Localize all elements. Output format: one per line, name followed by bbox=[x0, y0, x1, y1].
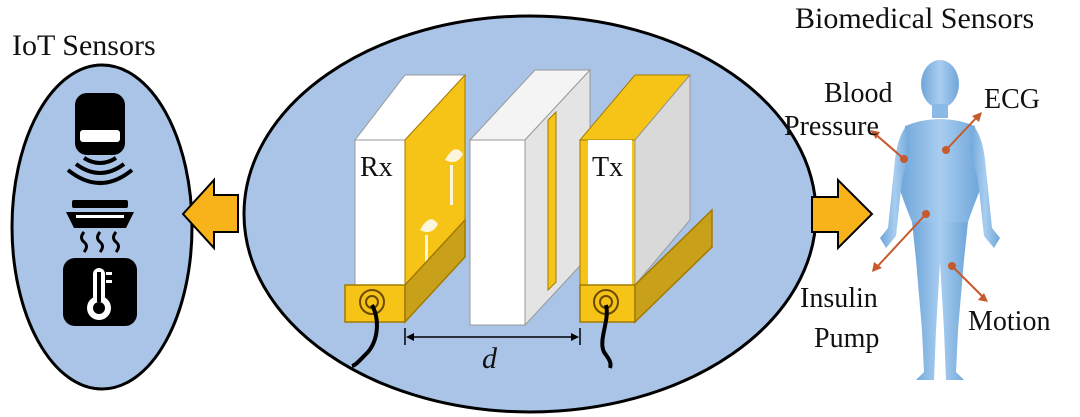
tx-label: Tx bbox=[592, 152, 623, 183]
distance-marker bbox=[404, 328, 581, 345]
pressure-label: Pressure bbox=[784, 111, 879, 142]
biomedical-title: Biomedical Sensors bbox=[795, 2, 1034, 35]
motion-pointer bbox=[948, 262, 988, 302]
rx-connector bbox=[359, 289, 385, 315]
ecg-label: ECG bbox=[984, 84, 1040, 115]
iot-sensors-title: IoT Sensors bbox=[12, 29, 156, 62]
insulin-pump-pointer bbox=[872, 210, 930, 272]
smoke-detector-icon bbox=[66, 200, 134, 253]
tx-module bbox=[578, 73, 713, 369]
blood-label: Blood bbox=[824, 78, 892, 109]
blood-pressure-pointer bbox=[870, 130, 908, 163]
tx-cable bbox=[600, 304, 613, 369]
distance-label: d bbox=[482, 342, 498, 375]
rx-module bbox=[344, 73, 467, 368]
temperature-sensor-icon bbox=[63, 258, 137, 326]
right-arrow bbox=[811, 177, 874, 251]
left-arrow bbox=[181, 177, 239, 251]
motion-label: Motion bbox=[968, 306, 1050, 337]
middle-slab bbox=[468, 68, 592, 327]
human-body-icon bbox=[880, 60, 1000, 380]
rx-label: Rx bbox=[360, 152, 393, 183]
camera-sensor-icon bbox=[66, 93, 134, 185]
rx-cable bbox=[351, 304, 379, 368]
ecg-pointer bbox=[942, 112, 982, 154]
insulin-label: Insulin bbox=[800, 283, 878, 314]
pump-label: Pump bbox=[814, 323, 879, 354]
